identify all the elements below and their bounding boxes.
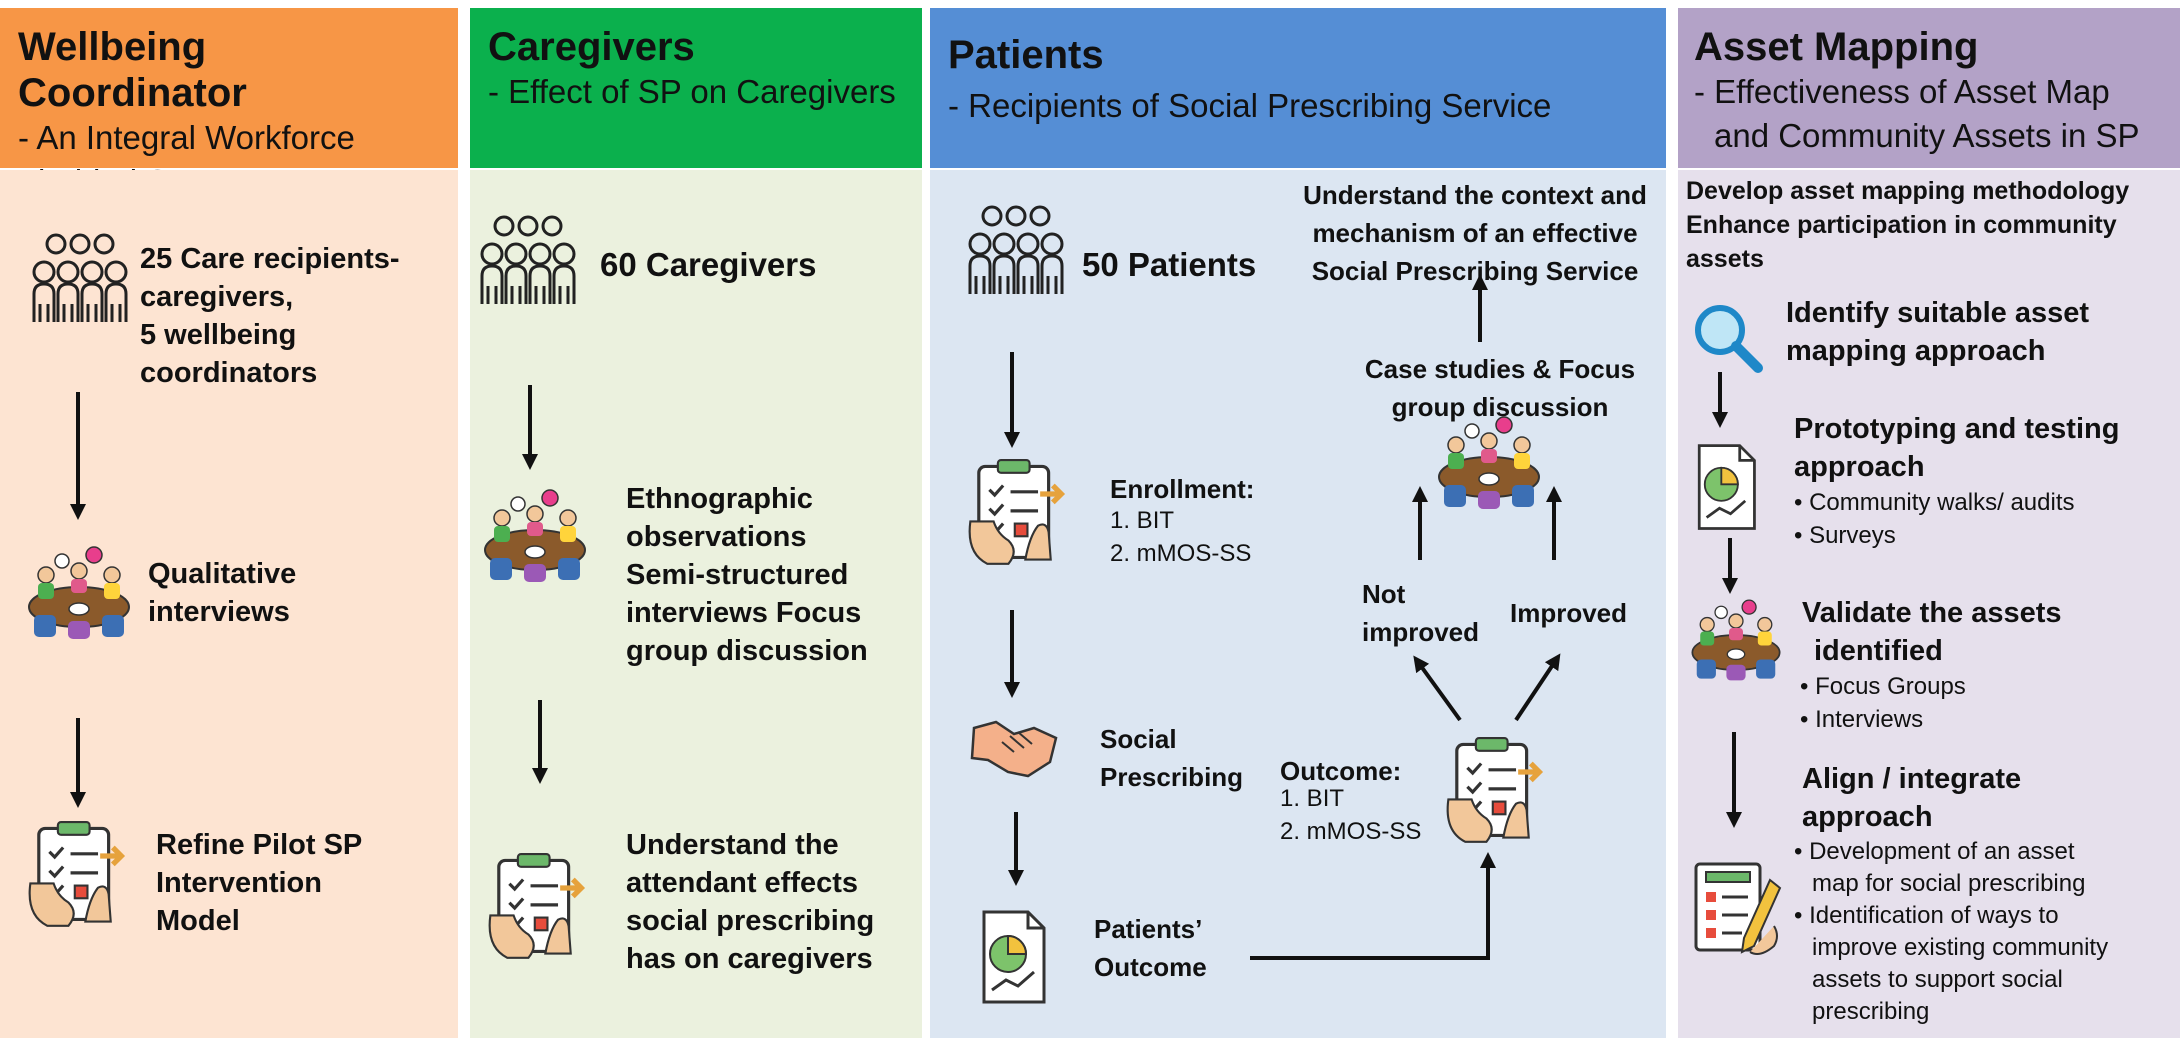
caregivers-subtitle: - Effect of SP on Caregivers — [488, 73, 896, 110]
clipboard-icon — [24, 820, 134, 930]
asset-header: Asset Mapping - Effectiveness of Asset M… — [1678, 8, 2180, 168]
patients-header: Patients - Recipients of Social Prescrib… — [930, 8, 1666, 168]
patients-participants: 50 Patients — [1082, 246, 1257, 283]
clipboard-icon — [1442, 736, 1552, 846]
wellbeing-outcome: Refine Pilot SP Intervention Model — [156, 829, 363, 937]
wellbeing-title: Wellbeing Coordinator — [18, 25, 247, 115]
step2-bullets: • Community walks/ audits • Surveys — [1794, 489, 2075, 549]
caregivers-participants: 60 Caregivers — [600, 246, 817, 283]
people-icon — [968, 205, 1064, 296]
handshake-icon — [970, 720, 1058, 778]
meeting-icon — [28, 546, 130, 640]
asset-body: Develop asset mapping methodology Enhanc… — [1678, 170, 2180, 1038]
caregivers-title: Caregivers — [488, 25, 695, 69]
meeting-icon — [1691, 599, 1781, 682]
outcome-items: 1. BIT 2. mMOS-SS — [1280, 785, 1422, 845]
improved-label: Improved — [1510, 598, 1628, 628]
magnifier-icon — [1690, 300, 1764, 374]
patients-body: 50 Patients Enrollment: 1. BIT 2. mMOS-S… — [930, 170, 1666, 1038]
social-prescribing-label: Social Prescribing — [1100, 724, 1244, 792]
caregivers-method: Ethnographic observations Semi-structure… — [626, 483, 868, 667]
enrollment-items: 1. BIT 2. mMOS-SS — [1110, 507, 1252, 567]
patients-title: Patients — [948, 33, 1104, 77]
people-icon — [32, 233, 128, 324]
clipboard-icon — [964, 458, 1074, 568]
goal-label: Understand the context and mechanism of … — [1303, 180, 1647, 286]
patients-subtitle: - Recipients of Social Prescribing Servi… — [948, 87, 1552, 124]
step3-label: Validate the assets identified — [1802, 597, 2062, 667]
case-studies-label: Case studies & Focus group discussion — [1364, 354, 1636, 422]
patients-column: Patients - Recipients of Social Prescrib… — [930, 0, 1666, 1038]
people-icon — [480, 215, 576, 306]
wellbeing-participants: 25 Care recipients- caregivers, 5 wellbe… — [140, 243, 400, 389]
patients-outcome-label: Patients’ Outcome — [1094, 914, 1207, 982]
clipboard-icon — [484, 852, 594, 962]
step4-bullets: • Development of an asset map for social… — [1794, 838, 2109, 1025]
caregivers-body: 60 Caregivers Ethnographic observations … — [470, 170, 922, 1038]
step2-label: Prototyping and testing approach — [1794, 413, 2120, 483]
caregivers-header: Caregivers - Effect of SP on Caregivers — [470, 8, 922, 168]
wellbeing-method: Qualitative interviews — [148, 558, 297, 628]
caregivers-outcome: Understand the attendant effects social … — [626, 829, 875, 975]
report-icon — [982, 910, 1046, 1004]
wellbeing-header: Wellbeing Coordinator - An Integral Work… — [0, 8, 458, 200]
asset-subtitle-line2: and Community Assets in SP — [1714, 117, 2140, 154]
wellbeing-column: Wellbeing Coordinator - An Integral Work… — [0, 0, 458, 1038]
report-icon — [1697, 444, 1756, 530]
caregivers-column: Caregivers - Effect of SP on Caregivers … — [470, 0, 922, 1038]
wellbeing-body: 25 Care recipients- caregivers, 5 wellbe… — [0, 170, 458, 1038]
asset-title: Asset Mapping — [1694, 25, 1979, 69]
enrollment-title: Enrollment: — [1110, 474, 1255, 504]
outcome-title: Outcome: — [1280, 756, 1402, 786]
wellbeing-subtitle-line1: - An Integral Workforce — [18, 119, 355, 156]
step4-label: Align / integrate approach — [1802, 763, 2022, 833]
meeting-icon — [484, 489, 586, 583]
checklist-icon — [1694, 862, 1782, 956]
step1-label: Identify suitable asset mapping approach — [1786, 297, 2089, 367]
meeting-icon — [1438, 416, 1540, 510]
step3-bullets: • Focus Groups • Interviews — [1800, 673, 1966, 733]
asset-subtitle-line1: - Effectiveness of Asset Map — [1694, 73, 2110, 110]
asset-column: Asset Mapping - Effectiveness of Asset M… — [1678, 0, 2180, 1038]
not-improved-label: Not improved — [1362, 579, 1480, 647]
asset-intro: Develop asset mapping methodology Enhanc… — [1686, 177, 2130, 273]
